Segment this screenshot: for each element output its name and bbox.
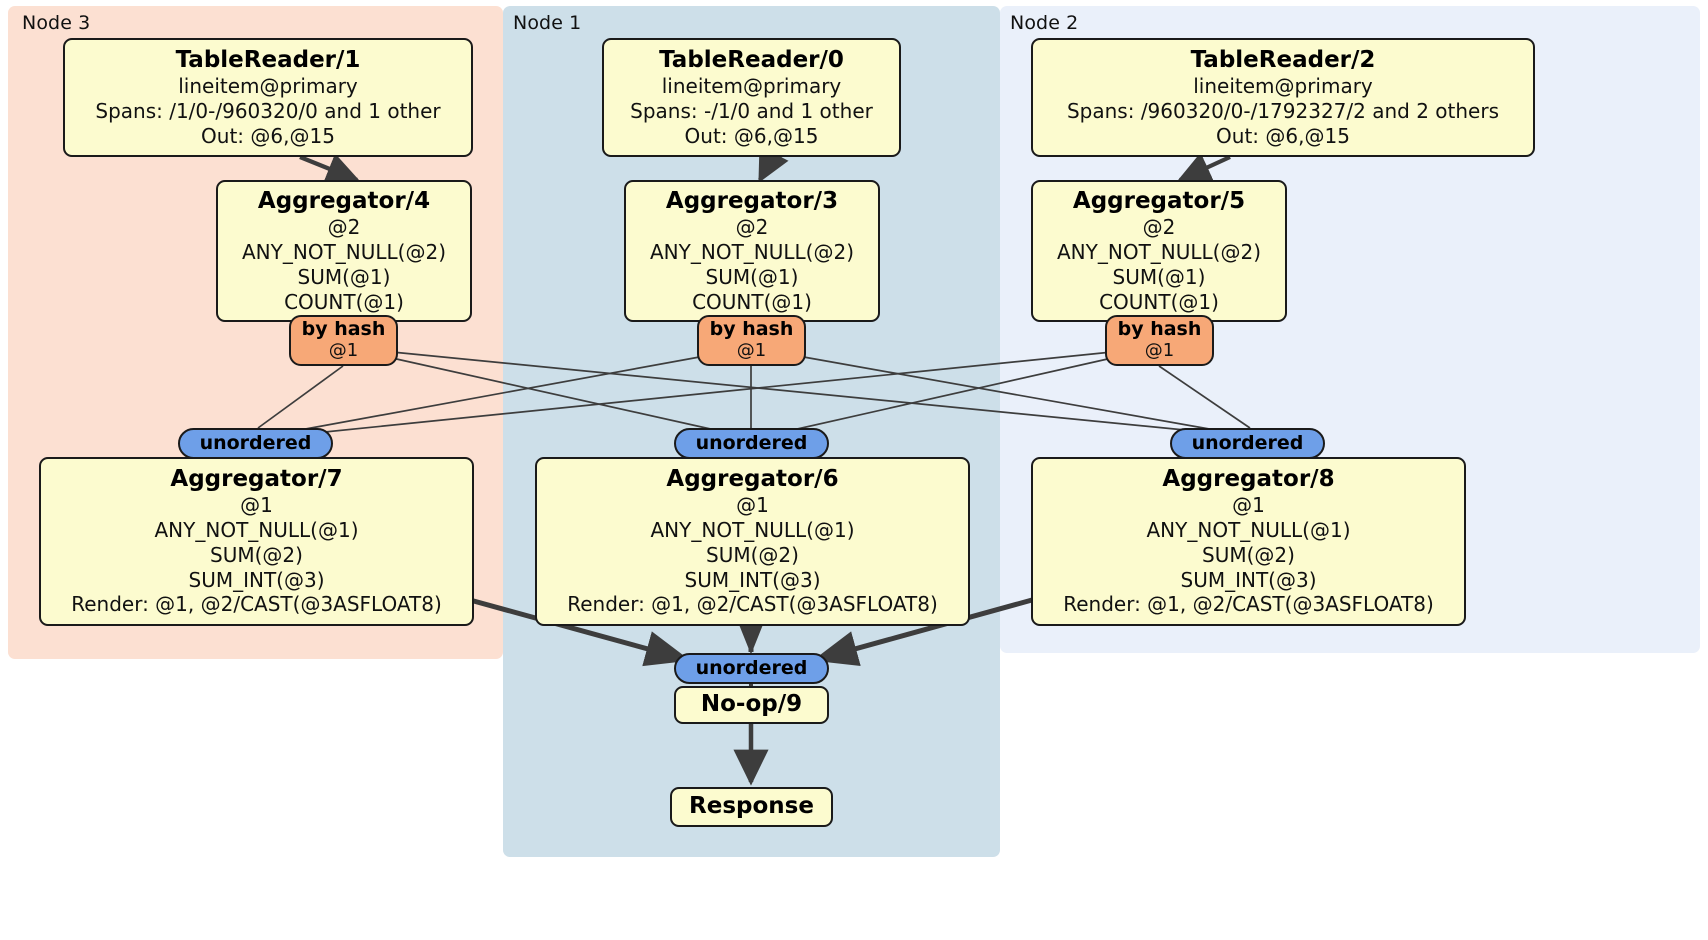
processor-group: @2 bbox=[735, 215, 769, 240]
processor-agg-2: COUNT(@1) bbox=[284, 289, 404, 314]
processor-render: Render: @1, @2/CAST(@3ASFLOAT8) bbox=[71, 592, 442, 617]
processor-agg-0: ANY_NOT_NULL(@2) bbox=[1057, 240, 1261, 264]
node-panel-label-node1: Node 1 bbox=[513, 12, 582, 34]
processor-aggregator-5[interactable]: Aggregator/5 @2 ANY_NOT_NULL(@2) SUM(@1)… bbox=[1031, 180, 1287, 322]
processor-group: @2 bbox=[1142, 215, 1176, 240]
processor-out: Out: @6,@15 bbox=[684, 123, 819, 148]
hash-router-column: @1 bbox=[736, 340, 767, 362]
processor-aggregator-6[interactable]: Aggregator/6 @1 ANY_NOT_NULL(@1) SUM(@2)… bbox=[535, 457, 970, 626]
processor-group: @1 bbox=[240, 493, 273, 518]
synchronizer-label: unordered bbox=[695, 656, 808, 679]
hash-router-column: @1 bbox=[1144, 340, 1175, 362]
processor-aggregator-7[interactable]: Aggregator/7 @1 ANY_NOT_NULL(@1) SUM(@2)… bbox=[39, 457, 474, 626]
synchronizer-unordered-center[interactable]: unordered bbox=[674, 428, 829, 459]
processor-title: Aggregator/3 bbox=[665, 187, 839, 214]
processor-agg-2: COUNT(@1) bbox=[1099, 289, 1219, 314]
processor-render: Render: @1, @2/CAST(@3ASFLOAT8) bbox=[1063, 592, 1434, 617]
hash-router-by-hash-left[interactable]: by hash @1 bbox=[289, 315, 398, 366]
synchronizer-label: unordered bbox=[695, 431, 808, 454]
processor-out: Out: @6,@15 bbox=[1216, 123, 1350, 148]
processor-agg-1: SUM(@1) bbox=[1112, 264, 1206, 289]
node-panel-label-node3: Node 3 bbox=[22, 12, 91, 34]
processor-agg-0: ANY_NOT_NULL(@1) bbox=[154, 518, 359, 543]
hash-router-label: by hash bbox=[1117, 318, 1202, 341]
synchronizer-label: unordered bbox=[1191, 431, 1304, 454]
processor-render: Render: @1, @2/CAST(@3ASFLOAT8) bbox=[567, 592, 938, 617]
processor-agg-2: COUNT(@1) bbox=[692, 289, 812, 314]
processor-agg-1: SUM(@1) bbox=[705, 264, 799, 289]
processor-agg-1: SUM(@2) bbox=[210, 542, 303, 567]
processor-agg-0: ANY_NOT_NULL(@2) bbox=[242, 240, 446, 264]
processor-title: Aggregator/8 bbox=[1162, 465, 1335, 492]
hash-router-label: by hash bbox=[709, 318, 794, 341]
synchronizer-label: unordered bbox=[199, 431, 312, 454]
processor-aggregator-3[interactable]: Aggregator/3 @2 ANY_NOT_NULL(@2) SUM(@1)… bbox=[624, 180, 880, 322]
processor-agg-1: SUM(@2) bbox=[1202, 542, 1295, 567]
processor-tablereader-1[interactable]: TableReader/1 lineitem@primary Spans: /1… bbox=[63, 38, 473, 157]
hash-router-column: @1 bbox=[328, 340, 359, 362]
processor-title: Aggregator/7 bbox=[170, 465, 343, 492]
processor-agg-0: ANY_NOT_NULL(@2) bbox=[650, 240, 854, 264]
processor-agg-2: SUM_INT(@3) bbox=[1180, 567, 1317, 592]
processor-agg-2: SUM_INT(@3) bbox=[188, 567, 325, 592]
processor-agg-0: ANY_NOT_NULL(@1) bbox=[1146, 518, 1351, 543]
processor-no-op-9[interactable]: No-op/9 bbox=[674, 686, 829, 724]
processor-table: lineitem@primary bbox=[1193, 74, 1373, 99]
processor-title: Aggregator/4 bbox=[257, 187, 431, 214]
processor-title: Aggregator/6 bbox=[666, 465, 839, 492]
hash-router-by-hash-right[interactable]: by hash @1 bbox=[1105, 315, 1214, 366]
hash-router-by-hash-center[interactable]: by hash @1 bbox=[697, 315, 806, 366]
processor-agg-1: SUM(@1) bbox=[297, 264, 391, 289]
processor-response[interactable]: Response bbox=[670, 787, 833, 827]
processor-tablereader-2[interactable]: TableReader/2 lineitem@primary Spans: /9… bbox=[1031, 38, 1535, 157]
processor-agg-0: ANY_NOT_NULL(@1) bbox=[650, 518, 855, 543]
processor-title: TableReader/2 bbox=[1190, 46, 1376, 73]
processor-title: TableReader/1 bbox=[175, 46, 361, 73]
processor-table: lineitem@primary bbox=[661, 74, 842, 99]
processor-spans: Spans: -/1/0 and 1 other bbox=[630, 98, 873, 123]
processor-group: @1 bbox=[736, 493, 769, 518]
processor-tablereader-0[interactable]: TableReader/0 lineitem@primary Spans: -/… bbox=[602, 38, 901, 157]
processor-out: Out: @6,@15 bbox=[201, 123, 335, 148]
processor-title: Aggregator/5 bbox=[1072, 187, 1246, 214]
processor-group: @2 bbox=[327, 215, 361, 240]
hash-router-label: by hash bbox=[301, 318, 386, 341]
processor-agg-2: SUM_INT(@3) bbox=[684, 567, 821, 592]
processor-title: Response bbox=[689, 793, 814, 820]
processor-table: lineitem@primary bbox=[178, 74, 358, 99]
processor-aggregator-4[interactable]: Aggregator/4 @2 ANY_NOT_NULL(@2) SUM(@1)… bbox=[216, 180, 472, 322]
synchronizer-unordered-final[interactable]: unordered bbox=[674, 653, 829, 684]
processor-spans: Spans: /1/0-/960320/0 and 1 other bbox=[95, 98, 441, 123]
processor-group: @1 bbox=[1232, 493, 1265, 518]
processor-aggregator-8[interactable]: Aggregator/8 @1 ANY_NOT_NULL(@1) SUM(@2)… bbox=[1031, 457, 1466, 626]
synchronizer-unordered-right[interactable]: unordered bbox=[1170, 428, 1325, 459]
processor-title: No-op/9 bbox=[700, 691, 803, 718]
processor-title: TableReader/0 bbox=[659, 46, 844, 73]
processor-agg-1: SUM(@2) bbox=[706, 542, 799, 567]
processor-spans: Spans: /960320/0-/1792327/2 and 2 others bbox=[1066, 98, 1499, 123]
synchronizer-unordered-left[interactable]: unordered bbox=[178, 428, 333, 459]
node-panel-label-node2: Node 2 bbox=[1010, 12, 1079, 34]
